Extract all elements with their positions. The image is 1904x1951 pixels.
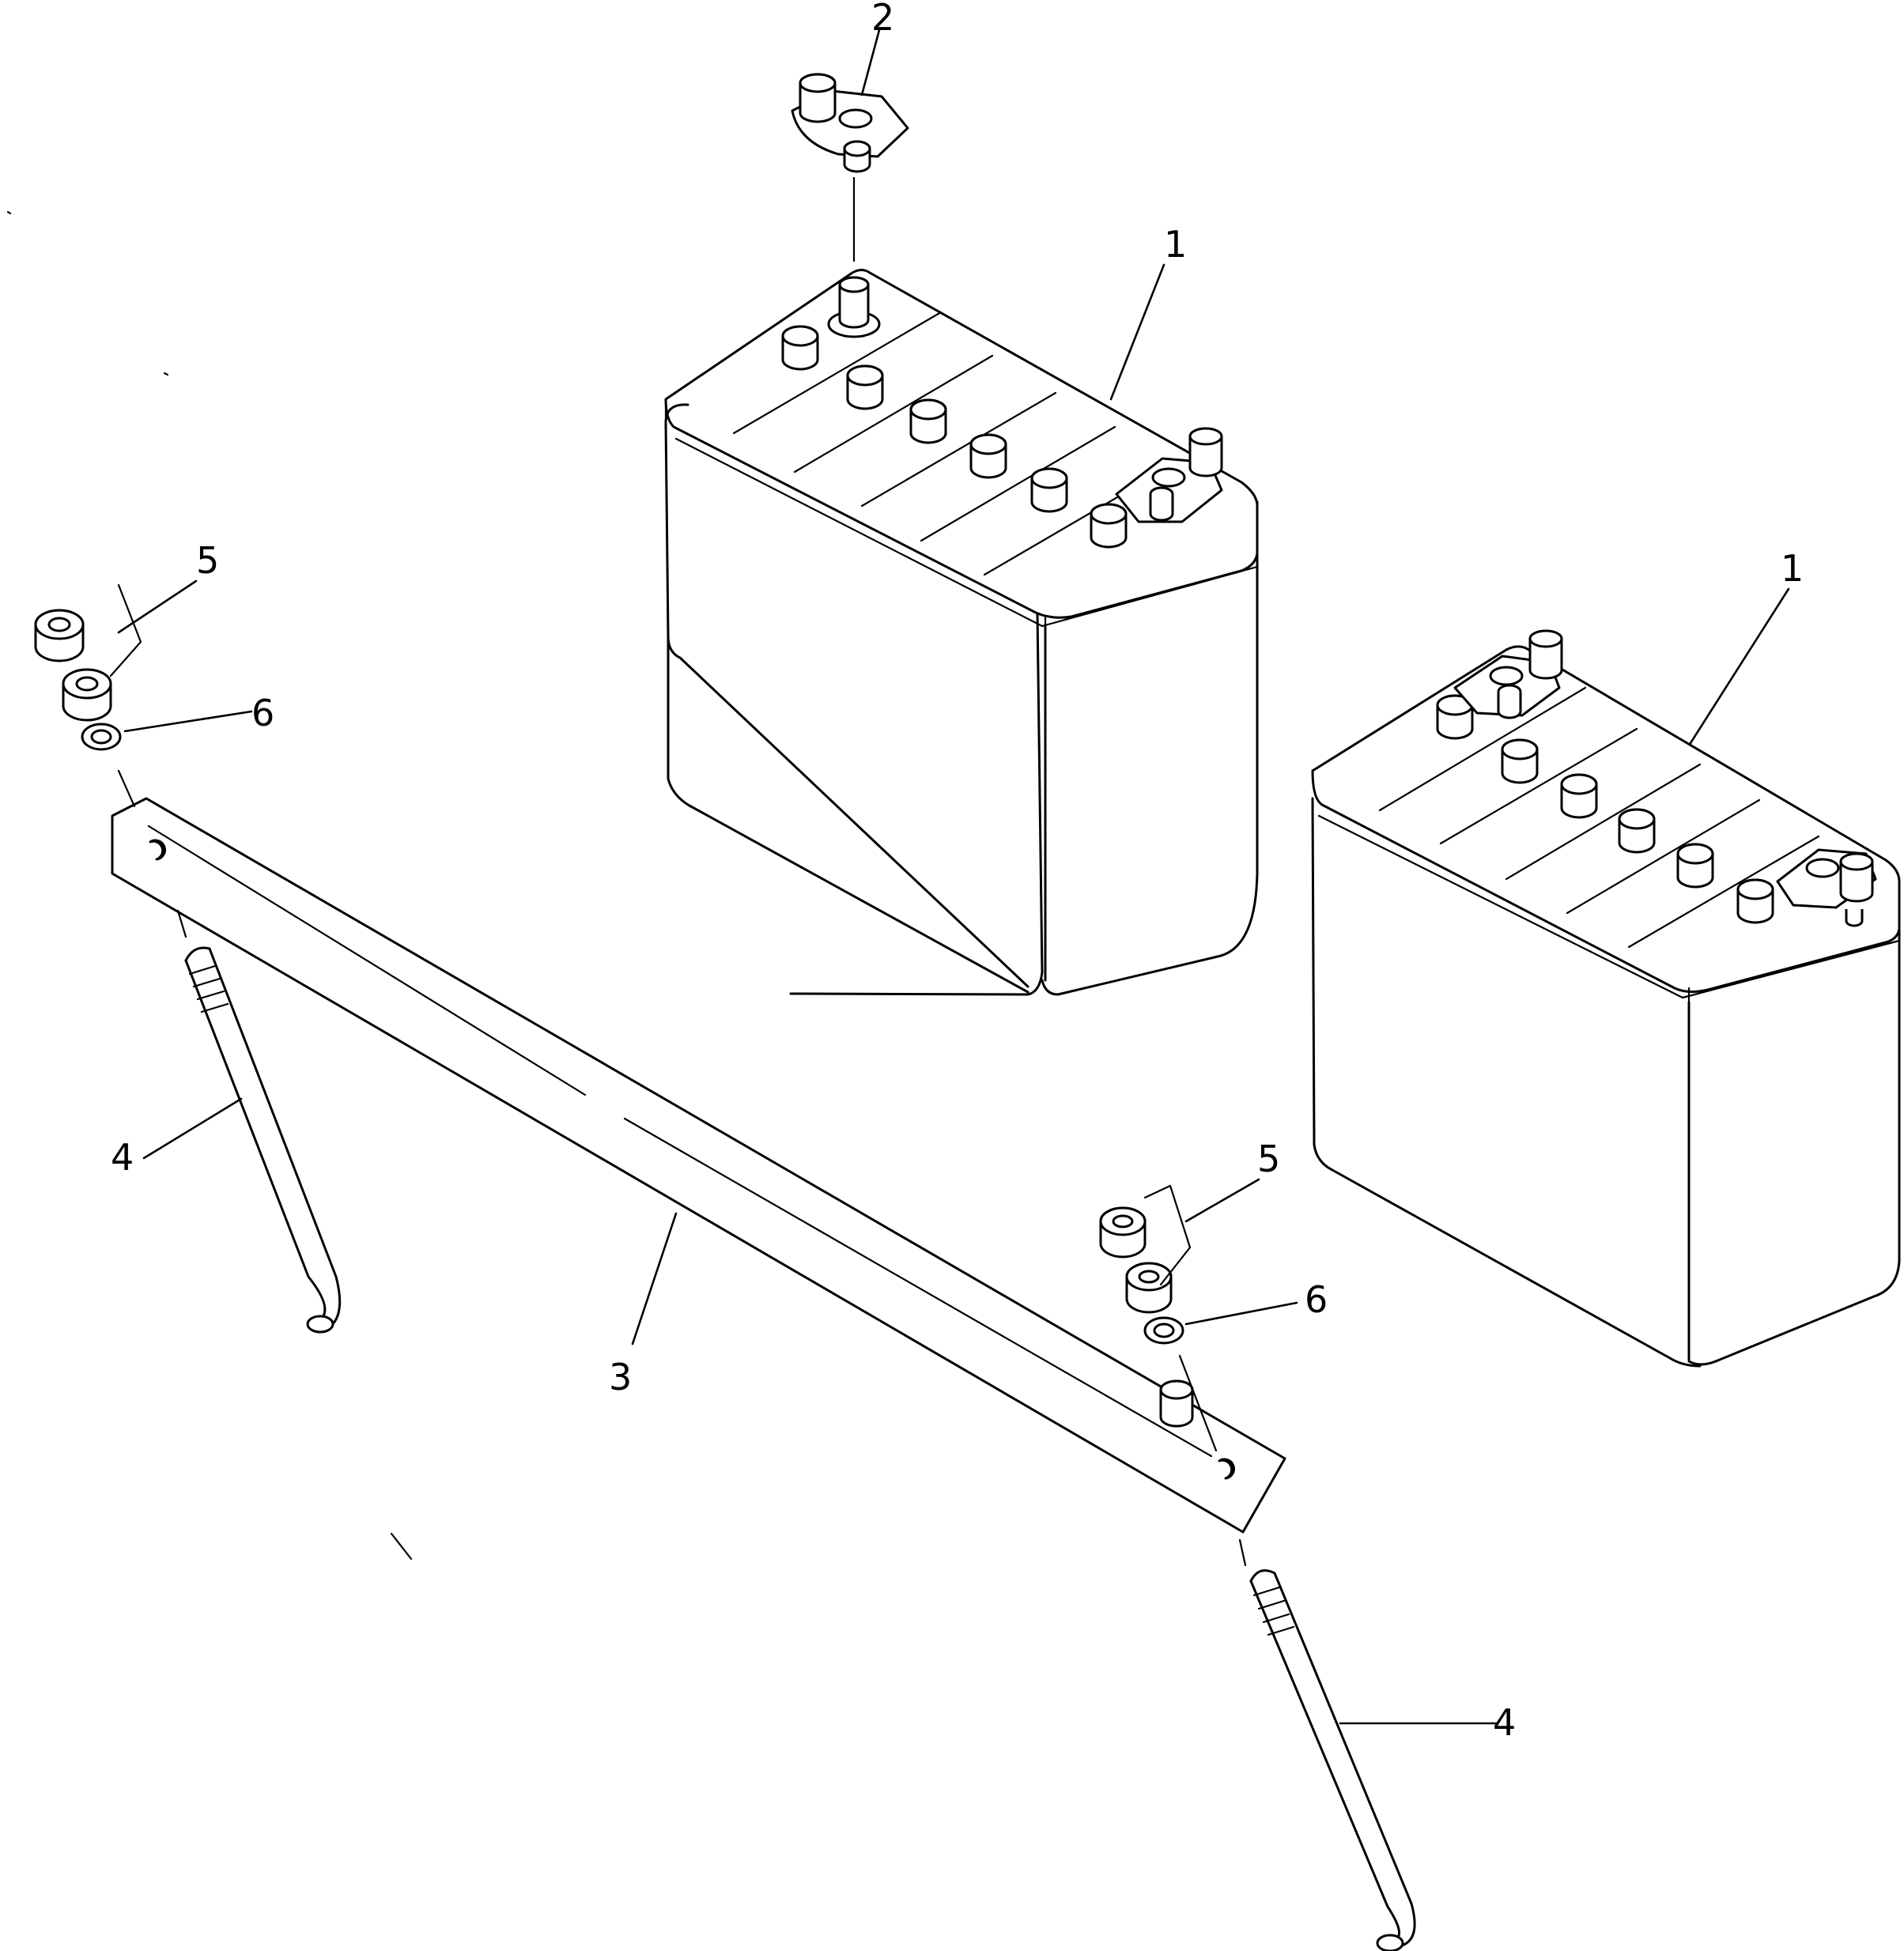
hold-down-bar	[111, 797, 1286, 1534]
battery-upper-clamp-icon	[1115, 427, 1223, 523]
callout-labels: 2 1 1 3 4 4 5 5 6 6	[111, 0, 1804, 1744]
leader-lines	[117, 28, 1790, 1725]
callout-rod-right: 4	[1493, 1701, 1516, 1744]
battery-right-clamp-left-icon	[1453, 629, 1563, 719]
callout-terminal-clamp: 2	[871, 0, 894, 39]
callout-hold-down-bar: 3	[609, 1356, 632, 1398]
callout-nut-left: 5	[196, 539, 219, 582]
battery-right-clamp-right-icon	[1776, 848, 1877, 927]
callout-battery-right: 1	[1781, 547, 1804, 590]
callout-nut-right: 5	[1257, 1138, 1280, 1180]
j-rod-right	[1238, 1538, 1416, 1951]
callout-rod-left: 4	[111, 1136, 134, 1179]
battery-right	[1311, 629, 1901, 1368]
callout-battery-upper: 1	[1164, 223, 1187, 266]
callout-washer-left: 6	[251, 692, 274, 734]
callout-washer-right: 6	[1305, 1278, 1328, 1321]
nut-washer-left	[34, 583, 142, 808]
j-rod-left	[176, 909, 342, 1334]
terminal-clamp	[791, 73, 909, 262]
nut-washer-right	[1099, 1184, 1218, 1452]
battery-upper	[664, 269, 1259, 996]
